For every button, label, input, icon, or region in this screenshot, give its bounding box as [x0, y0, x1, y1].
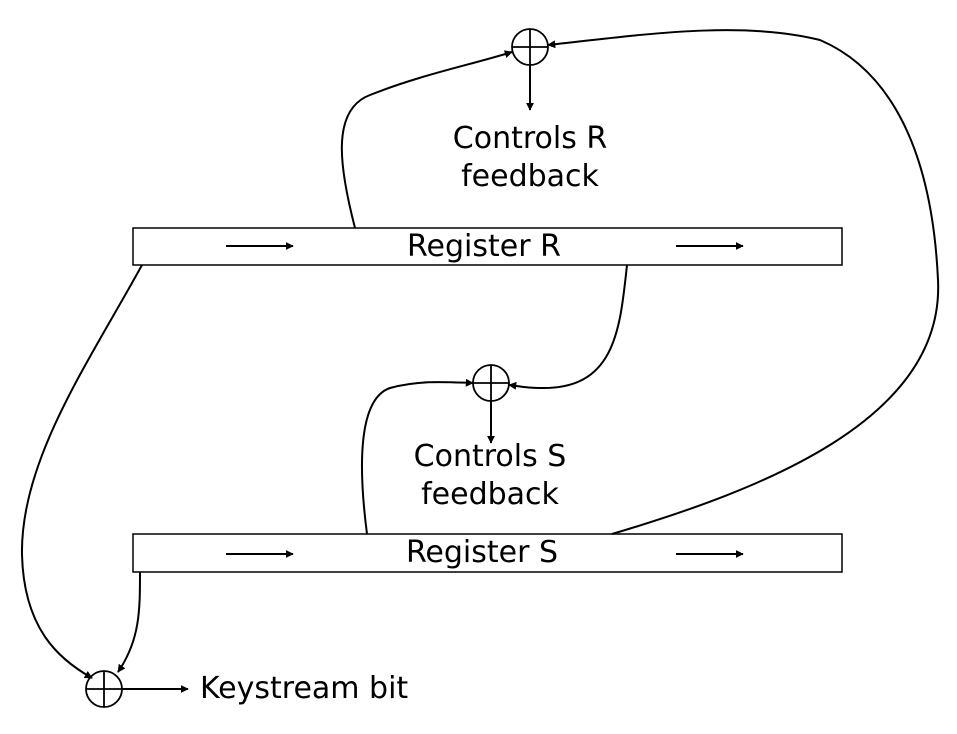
controls-r-line1: Controls R [452, 121, 608, 156]
register-r-label: Register R [407, 229, 561, 264]
controls-r-line2: feedback [461, 159, 599, 194]
r-to-xor-top-connector [340, 50, 513, 229]
controls-s-line1: Controls S [413, 439, 567, 474]
s-to-xor-bottom-connector [117, 571, 141, 673]
r-to-xor-bottom-connector [20, 264, 143, 679]
r-to-xor-middle-connector [508, 264, 628, 390]
xor-middle-icon [472, 364, 510, 402]
s-to-xor-top-connector [547, 29, 940, 535]
xor-top-icon [511, 28, 549, 66]
register-s-label: Register S [405, 535, 559, 570]
xor-bottom-icon [85, 670, 123, 708]
s-to-xor-middle-connector [360, 378, 474, 535]
keystream-bit-label: Keystream bit [200, 671, 409, 706]
controls-s-line2: feedback [421, 477, 559, 512]
